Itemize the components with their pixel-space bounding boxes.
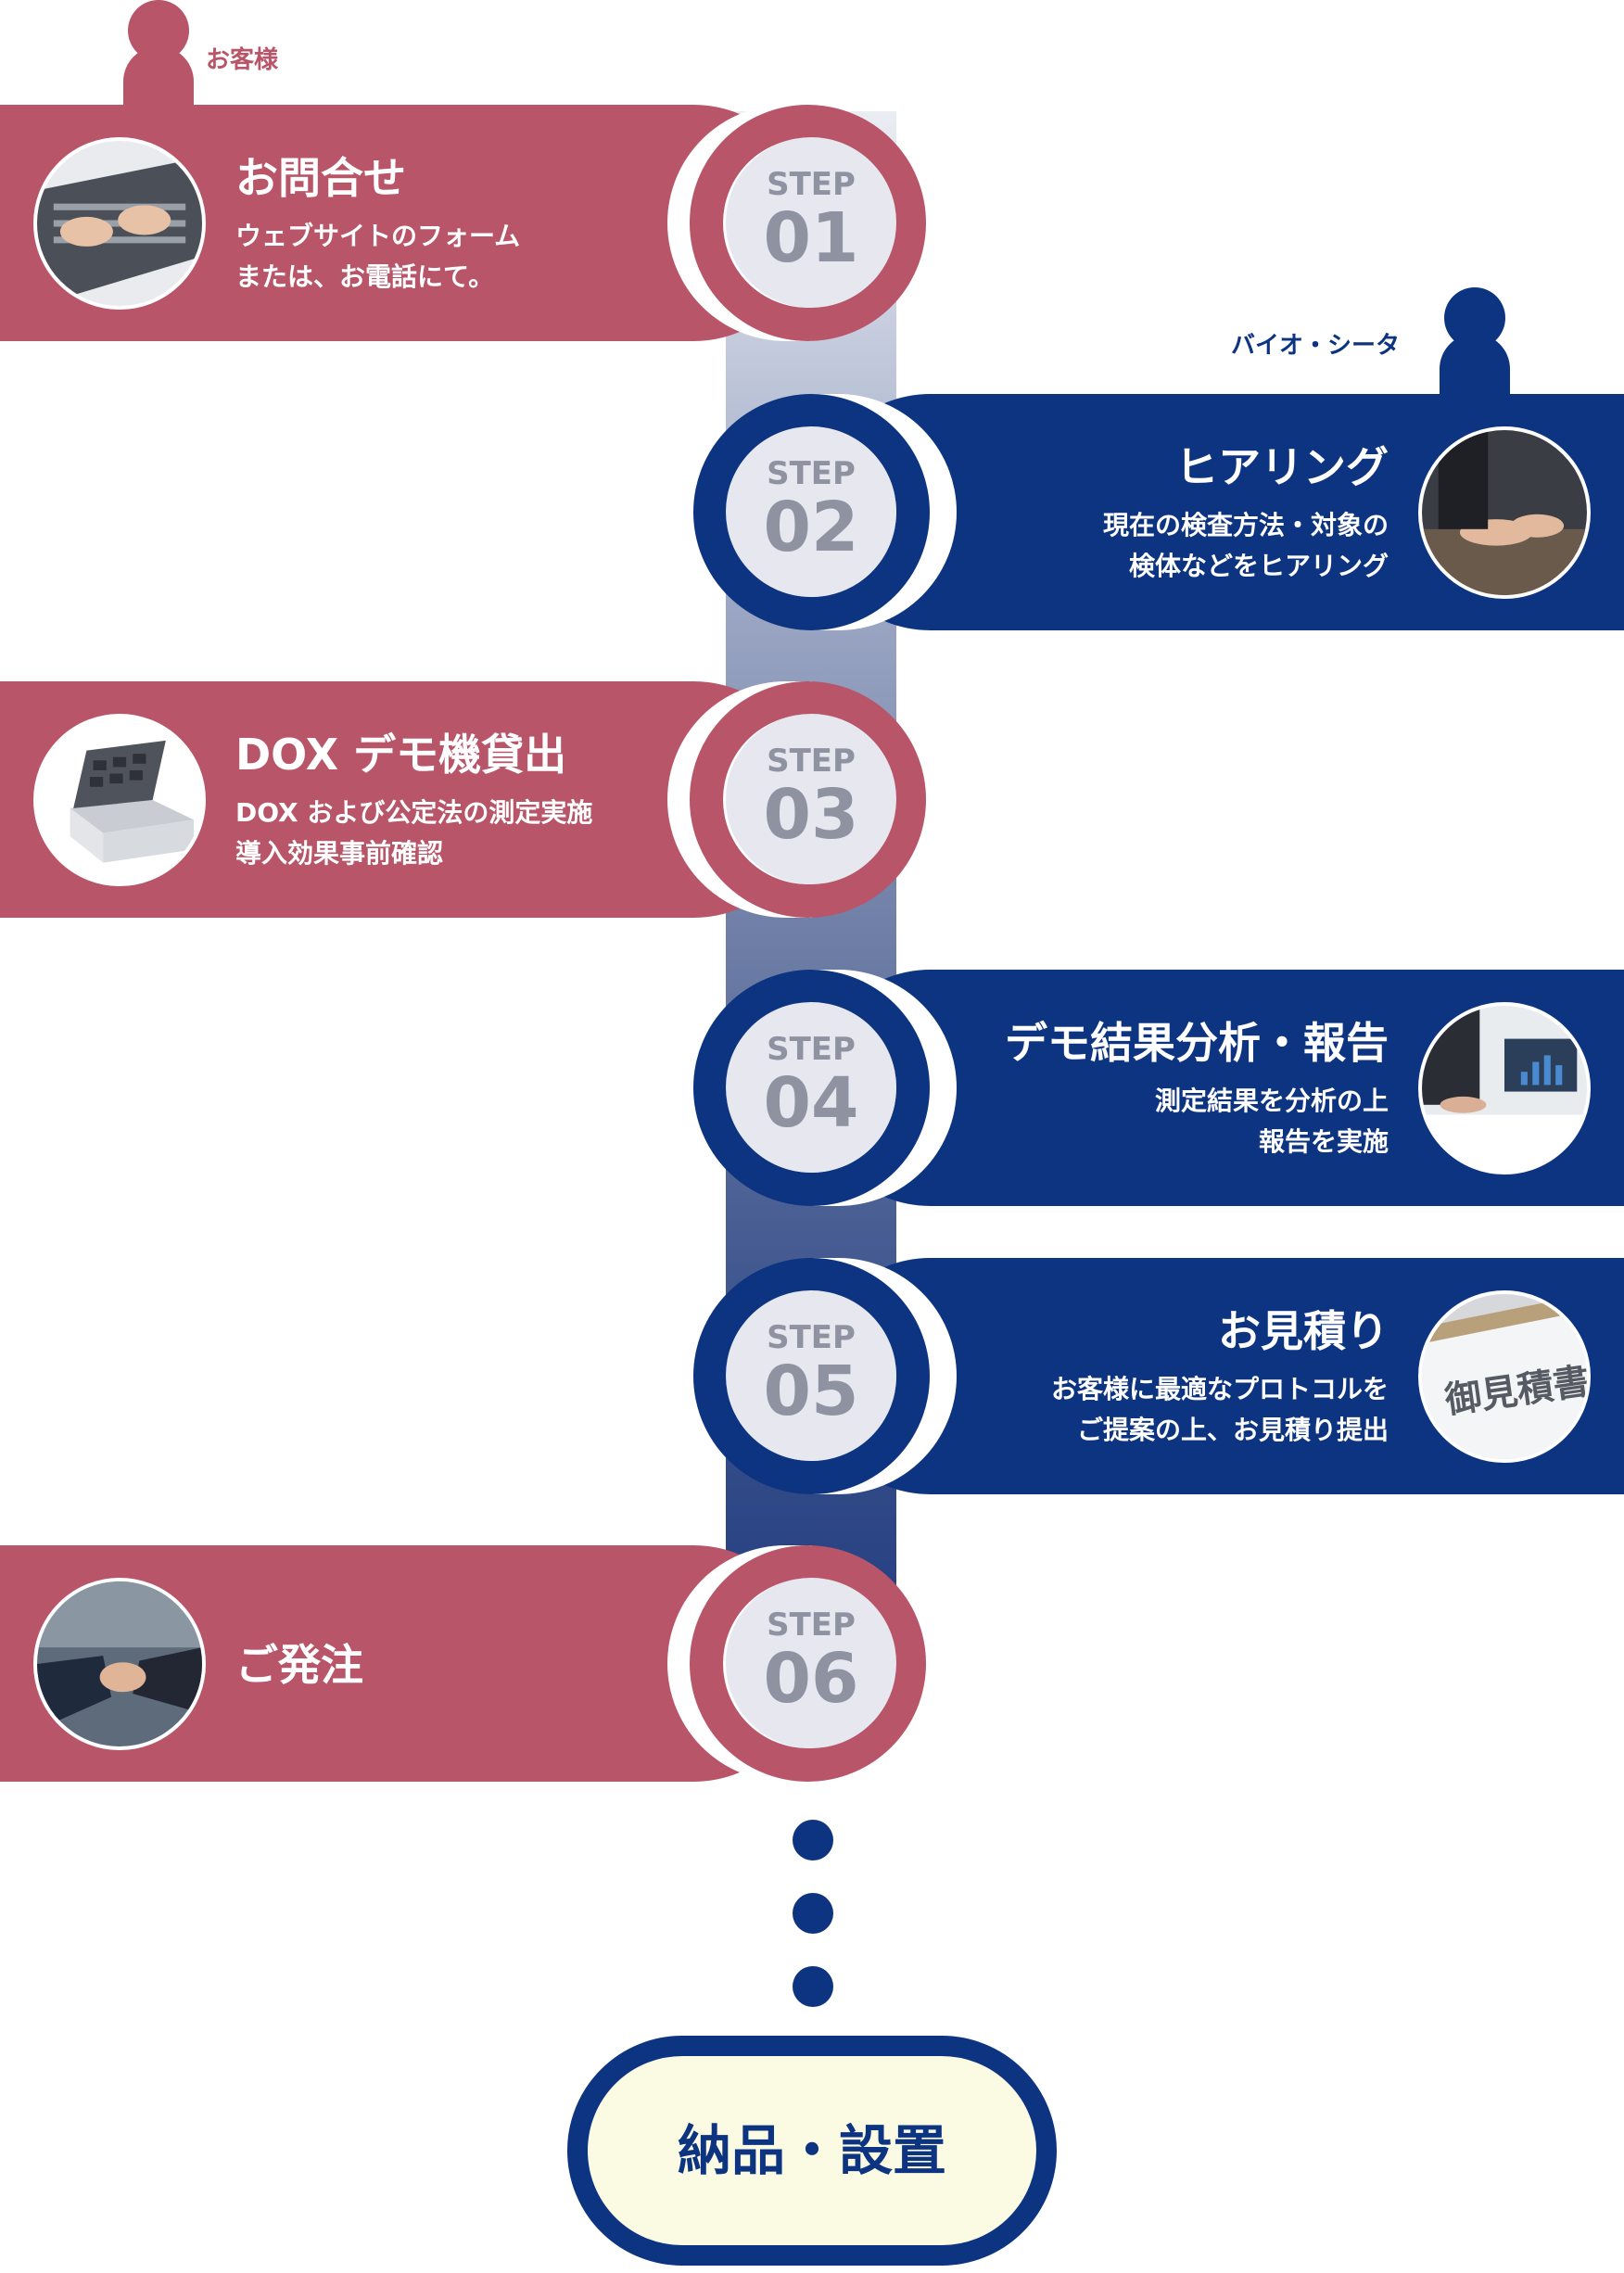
company-role-label: バイオ・シータ	[1231, 332, 1401, 360]
step-02-band: ヒアリング 現在の検査方法・対象の検体などをヒアリング	[812, 394, 1624, 630]
step-01-description: ウェブサイトのフォームまたは、お電話にて。	[235, 221, 521, 292]
step-03-title: DOX デモ機貸出	[235, 730, 567, 780]
quotation-document-photo: 御見積書	[1418, 1290, 1591, 1463]
final-step-delivery-installation: 納品・設置	[567, 2036, 1057, 2266]
step-04-description: 測定結果を分析の上報告を実施	[1154, 1086, 1389, 1157]
continuation-dot	[793, 1966, 833, 2007]
handshake-photo	[33, 1578, 206, 1750]
laptop-typing-photo	[33, 137, 206, 310]
meeting-hands-photo	[1418, 426, 1591, 599]
step-06-title: ご発注	[235, 1640, 363, 1690]
step-02-description: 現在の検査方法・対象の検体などをヒアリング	[1102, 510, 1389, 581]
step-06-band: ご発注	[0, 1545, 812, 1782]
continuation-dot	[793, 1820, 833, 1860]
step-05-title: お見積り	[1218, 1306, 1389, 1356]
continuation-dot	[793, 1893, 833, 1934]
step-03-description: DOX および公定法の測定実施導入効果事前確認	[235, 797, 593, 869]
customer-role-label: お客様	[206, 46, 279, 74]
step-04-title: デモ結果分析・報告	[1005, 1018, 1389, 1068]
step-01-title: お問合せ	[235, 153, 406, 203]
dox-device-photo	[33, 714, 206, 886]
analysis-monitor-photo	[1418, 1002, 1591, 1175]
step-05-description: お客様に最適なプロトコルをご提案の上、お見積り提出	[1050, 1374, 1389, 1445]
step-03-band: DOX デモ機貸出 DOX および公定法の測定実施導入効果事前確認	[0, 681, 812, 918]
step-02-title: ヒアリング	[1175, 442, 1389, 492]
